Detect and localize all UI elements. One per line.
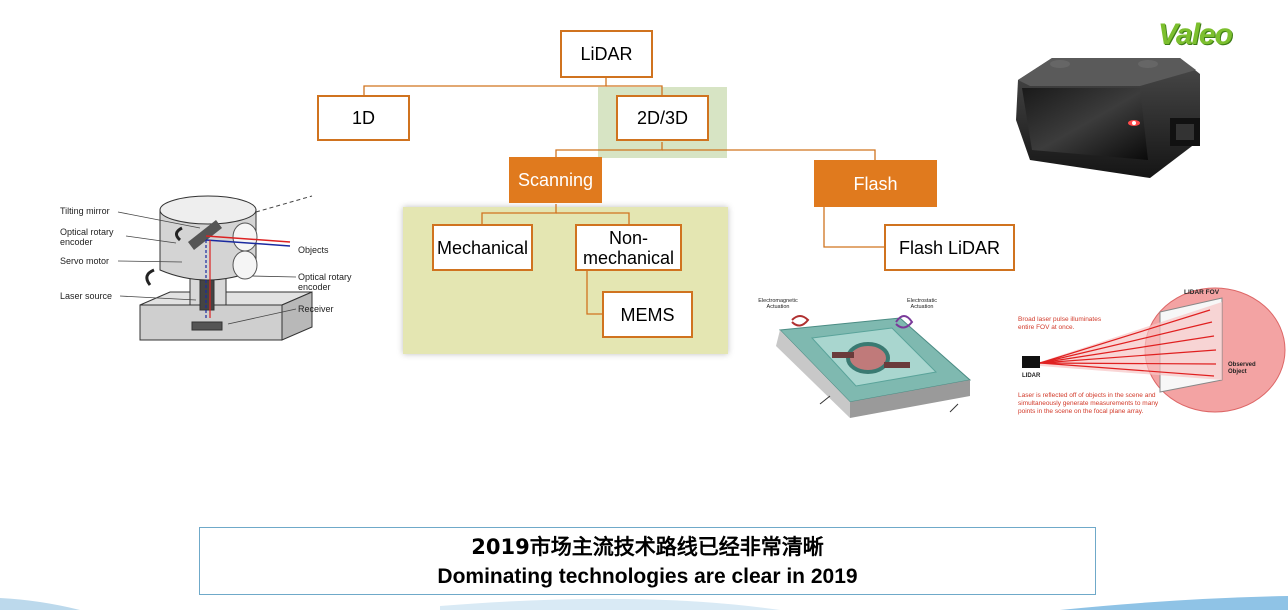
label-optical-encoder-1: Optical rotary encoder <box>60 227 114 247</box>
label-lidar-device: LIDAR <box>1022 373 1041 379</box>
flash-top-note: Broad laser pulse illuminates entire FOV… <box>1018 316 1102 331</box>
node-non-mechanical[interactable]: Non- mechanical <box>575 224 682 271</box>
label-receiver: Receiver <box>298 304 334 314</box>
node-lidar[interactable]: LiDAR <box>560 30 653 78</box>
label-tilting-mirror: Tilting mirror <box>60 206 110 216</box>
node-1d[interactable]: 1D <box>317 95 410 141</box>
conclusion-banner: 2019市场主流技术路线已经非常清晰 Dominating technologi… <box>199 527 1096 595</box>
label-optical-encoder-2: Optical rotary encoder <box>298 272 352 292</box>
label-es-actuation: Electrostatic Actuation <box>907 298 937 310</box>
banner-line-english: Dominating technologies are clear in 201… <box>437 565 858 588</box>
node-flash-lidar[interactable]: Flash LiDAR <box>884 224 1015 271</box>
label-laser-source: Laser source <box>60 291 113 301</box>
label-servo-motor: Servo motor <box>60 256 110 266</box>
label-observed-object: Observed Object <box>1228 362 1256 375</box>
node-flash[interactable]: Flash <box>814 160 937 207</box>
valeo-logo: Valeo <box>1158 18 1233 51</box>
node-scanning[interactable]: Scanning <box>509 157 602 203</box>
label-lidar-fov: LIDAR FOV <box>1184 289 1220 296</box>
label-objects: Objects <box>298 245 329 255</box>
node-mems[interactable]: MEMS <box>602 291 693 338</box>
flash-bottom-note: Laser is reflected off of objects in the… <box>1018 392 1159 415</box>
label-em-actuation: Electromagnetic Actuation <box>758 298 798 310</box>
banner-line-chinese: 2019市场主流技术路线已经非常清晰 <box>471 535 824 559</box>
node-2d3d[interactable]: 2D/3D <box>616 95 709 141</box>
node-mechanical[interactable]: Mechanical <box>432 224 533 271</box>
